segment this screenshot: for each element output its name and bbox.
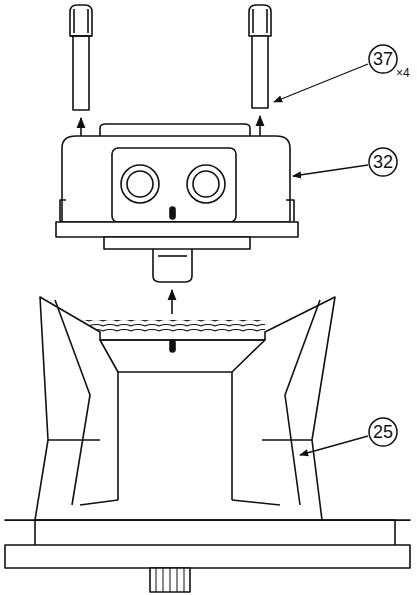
callout-circle: 32 bbox=[368, 147, 398, 177]
quantity-label: ×4 bbox=[396, 66, 410, 80]
callout-number: 32 bbox=[373, 153, 393, 171]
cover bbox=[56, 124, 298, 282]
callout-circle: 25 bbox=[368, 417, 398, 447]
assembly-arrow bbox=[171, 290, 173, 314]
leader-line bbox=[300, 436, 368, 455]
leader-line bbox=[293, 165, 368, 176]
housing bbox=[5, 297, 410, 592]
leader-line bbox=[274, 64, 368, 102]
callout-number: 25 bbox=[373, 423, 393, 441]
callout-number: 37 bbox=[373, 50, 393, 68]
bolt bbox=[70, 5, 92, 110]
callout-circle: 37×4 bbox=[368, 44, 398, 74]
bolt bbox=[249, 5, 271, 108]
